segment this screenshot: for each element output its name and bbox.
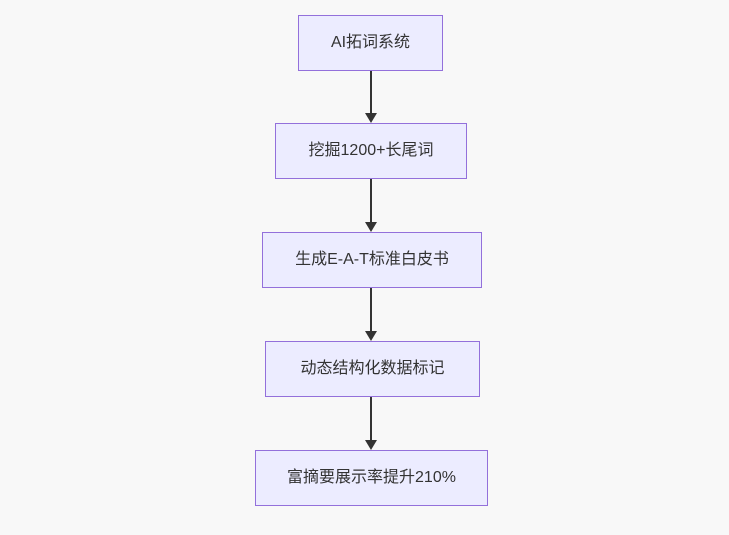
arrow-line (370, 71, 372, 115)
arrow-head-icon (365, 222, 377, 232)
flow-node-ai-keyword-system: AI拓词系统 (298, 15, 443, 71)
node-label: 挖掘1200+长尾词 (308, 142, 434, 159)
arrow-line (370, 397, 372, 442)
node-label: 富摘要展示率提升210% (287, 469, 456, 486)
node-label: 生成E-A-T标准白皮书 (295, 251, 449, 268)
flow-arrow (365, 71, 377, 123)
arrow-line (370, 288, 372, 333)
node-label: 动态结构化数据标记 (300, 360, 445, 377)
flow-arrow (365, 288, 377, 341)
flow-node-rich-snippet-result: 富摘要展示率提升210% (255, 450, 488, 506)
arrow-head-icon (365, 331, 377, 341)
flow-arrow (365, 397, 377, 450)
arrow-line (370, 179, 372, 224)
arrow-head-icon (365, 113, 377, 123)
flow-node-structured-data-markup: 动态结构化数据标记 (265, 341, 480, 397)
flow-node-eat-whitepaper: 生成E-A-T标准白皮书 (262, 232, 482, 288)
flow-node-longtail-mining: 挖掘1200+长尾词 (275, 123, 467, 179)
flow-arrow (365, 179, 377, 232)
node-label: AI拓词系统 (330, 34, 411, 51)
arrow-head-icon (365, 440, 377, 450)
